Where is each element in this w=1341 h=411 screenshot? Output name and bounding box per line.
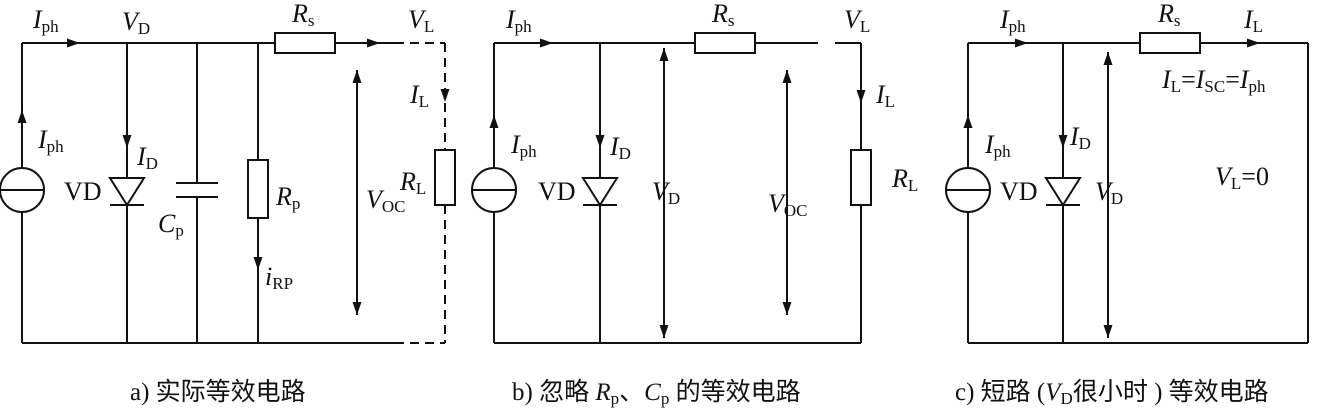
panel-c-il-top-label: IL: [1243, 5, 1263, 36]
panel-a-vl-label: VL: [408, 5, 434, 36]
panel-c-iph-top-label: Iph: [999, 5, 1026, 36]
panel-b-vl-label: VL: [844, 5, 870, 36]
panel-a-caption: a) 实际等效电路: [130, 378, 306, 406]
panel-b-il-label: IL: [875, 80, 895, 111]
panel-b-current-source: [471, 115, 517, 213]
panel-a-voc-arrow: [352, 70, 362, 315]
panel-a-current-source: [0, 110, 45, 213]
panel-c-current-source: [945, 115, 991, 213]
panel-a-load-resistor: [434, 149, 456, 206]
panel-c-caption: c) 短路 (VD很小时 ) 等效电路: [955, 378, 1269, 408]
panel-b-series-resistor: [694, 32, 756, 54]
panel-a-rl-label: RL: [399, 167, 426, 198]
panel-b-vd-arrow: [659, 48, 669, 338]
panel-c-iph-source-label: Iph: [984, 130, 1011, 161]
panel-c-current-equation: IL=ISC=Iph: [1161, 65, 1266, 96]
panel-b-diode: [581, 135, 619, 207]
panel-a-voc-label: VOC: [366, 185, 406, 216]
panel-c-diode: [1044, 135, 1082, 207]
panel-b-voc-label: VOC: [768, 189, 808, 220]
panel-a-iph-top-label: Iph: [32, 5, 59, 36]
panel-a-rs-label: Rs: [291, 0, 315, 30]
panel-c-id-label: ID: [1069, 122, 1091, 153]
panel-a-il-label: IL: [409, 80, 429, 111]
panel-a-id-label: ID: [136, 142, 158, 173]
panel-c-vd-diode-label: VD: [1000, 177, 1038, 206]
panel-a-vd-diode-label: VD: [64, 177, 102, 206]
panel-a-diode: [108, 135, 146, 207]
panel-a-rp-label: Rp: [275, 182, 300, 213]
panel-b-load-resistor: [850, 149, 872, 206]
panel-b-rs-label: Rs: [711, 0, 735, 30]
panel-b-id-label: ID: [609, 132, 631, 163]
panel-a-shunt-resistor: [247, 159, 269, 219]
panel-b-rl-label: RL: [891, 164, 918, 195]
panel-c-vd-measure-label: VD: [1095, 177, 1123, 208]
panel-a-iph-source-label: Iph: [37, 125, 64, 156]
panel-a-vd-top-label: VD: [122, 7, 150, 38]
panel-a-series-resistor: [274, 32, 336, 54]
panel-b-vd-measure-label: VD: [652, 177, 680, 208]
panel-b-voc-arrow: [782, 70, 792, 315]
panel-b-vd-diode-label: VD: [538, 177, 576, 206]
panel-c-series-resistor: [1139, 32, 1201, 54]
panel-b-simplified-circuit: Iph Rs VL IL Iph ID VD VD VOC RL b) 忽略 R…: [471, 0, 918, 408]
panel-c-rs-label: Rs: [1157, 0, 1181, 30]
panel-b-caption: b) 忽略 Rp、Cp 的等效电路: [512, 378, 801, 408]
panel-a-actual-equivalent-circuit: Iph VD Rs VL IL Iph ID VD Cp Rp iRP VOC …: [0, 0, 456, 406]
panel-c-vd-arrow: [1103, 52, 1113, 338]
panel-c-short-circuit: Iph Rs IL IL=ISC=Iph Iph ID VD VD VL=0 c…: [945, 0, 1309, 408]
panel-c-vl-zero-label: VL=0: [1215, 162, 1269, 193]
panel-b-iph-source-label: Iph: [510, 130, 537, 161]
panel-a-cp-label: Cp: [158, 209, 184, 240]
panel-a-irp-label: iRP: [265, 262, 293, 293]
panel-a-capacitor: [176, 182, 218, 198]
panel-b-iph-top-label: Iph: [505, 5, 532, 36]
